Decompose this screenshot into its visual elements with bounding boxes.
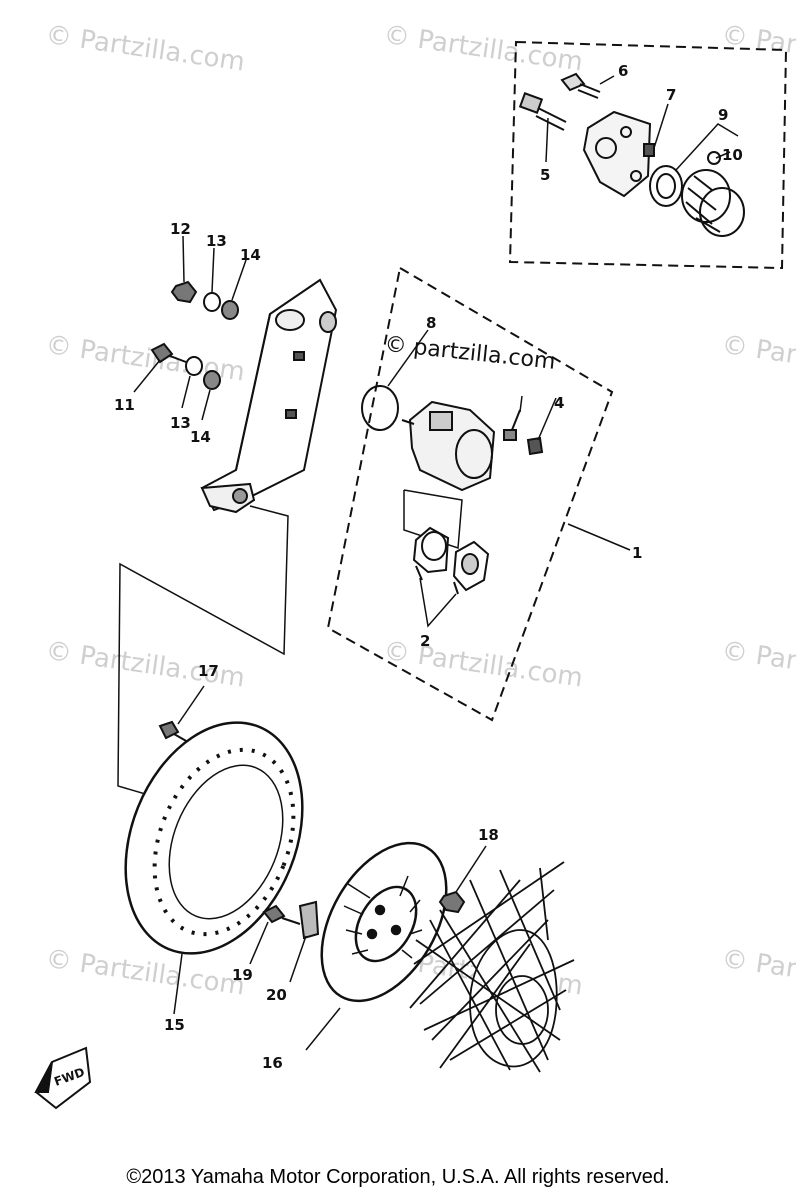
washer-part-14 bbox=[221, 300, 239, 320]
nut-part-12 bbox=[170, 280, 198, 304]
fork-hardware bbox=[133, 235, 247, 421]
disc-mount-bracket bbox=[117, 505, 289, 801]
callout-5: 5 bbox=[540, 166, 550, 184]
bolt-part-11 bbox=[150, 342, 187, 364]
inset-dashed-frame bbox=[508, 40, 788, 270]
inset-master-cylinder bbox=[508, 40, 788, 270]
piston-part-10 bbox=[681, 151, 745, 237]
callout-20: 20 bbox=[266, 986, 287, 1004]
o-ring-part-8 bbox=[361, 385, 399, 431]
pad-bracket bbox=[403, 489, 463, 550]
fwd-arrow: FWD bbox=[34, 1046, 92, 1110]
callout-4: 4 bbox=[554, 394, 564, 412]
callout-8: 8 bbox=[426, 314, 436, 332]
callout-13: 13 bbox=[206, 232, 227, 250]
caliper-dashed-frame bbox=[326, 266, 614, 722]
wheel-hub-spokes bbox=[409, 861, 575, 1073]
hub-plate-part-16 bbox=[305, 841, 448, 1051]
callout-labels: 1 2 4 5 6 7 8 9 10 11 12 13 13 14 14 15 … bbox=[114, 62, 743, 1072]
callout-7: 7 bbox=[666, 86, 676, 104]
brake-disc-part-15 bbox=[124, 721, 304, 1015]
copyright-notice: ©2013 Yamaha Motor Corporation, U.S.A. A… bbox=[126, 1166, 670, 1188]
brake-pads-part-2 bbox=[412, 526, 490, 628]
callout-17: 17 bbox=[198, 662, 219, 680]
callout-2: 2 bbox=[420, 632, 430, 650]
nut-part-18 bbox=[438, 845, 487, 914]
washer-part-14b bbox=[203, 370, 221, 390]
washer-part-13b bbox=[185, 356, 203, 376]
bleeder-cap bbox=[503, 395, 557, 456]
callout-12: 12 bbox=[170, 220, 191, 238]
callout-6: 6 bbox=[618, 62, 628, 80]
bolt-part-6 bbox=[560, 72, 601, 99]
callout-11: 11 bbox=[114, 396, 135, 414]
callout-18: 18 bbox=[478, 826, 499, 844]
seal-part-9 bbox=[649, 165, 683, 207]
callout-1: 1 bbox=[632, 544, 642, 562]
caliper-half bbox=[582, 110, 652, 198]
washer-part-13 bbox=[203, 292, 221, 312]
caliper-assembly bbox=[326, 266, 631, 722]
callout-9: 9 bbox=[718, 106, 728, 124]
callout-10: 10 bbox=[722, 146, 743, 164]
callout-14b: 14 bbox=[190, 428, 211, 446]
callout-14: 14 bbox=[240, 246, 261, 264]
caliper-body bbox=[401, 400, 496, 492]
callout-19: 19 bbox=[232, 966, 253, 984]
callout-15: 15 bbox=[164, 1016, 185, 1034]
front-fork-leg bbox=[200, 278, 338, 514]
pin-part-7 bbox=[643, 143, 655, 157]
callout-13b: 13 bbox=[170, 414, 191, 432]
bolt-lock-hardware bbox=[249, 900, 320, 983]
bolt-part-17 bbox=[158, 685, 205, 743]
bleeder-part-5 bbox=[518, 92, 567, 131]
callout-16: 16 bbox=[262, 1054, 283, 1072]
